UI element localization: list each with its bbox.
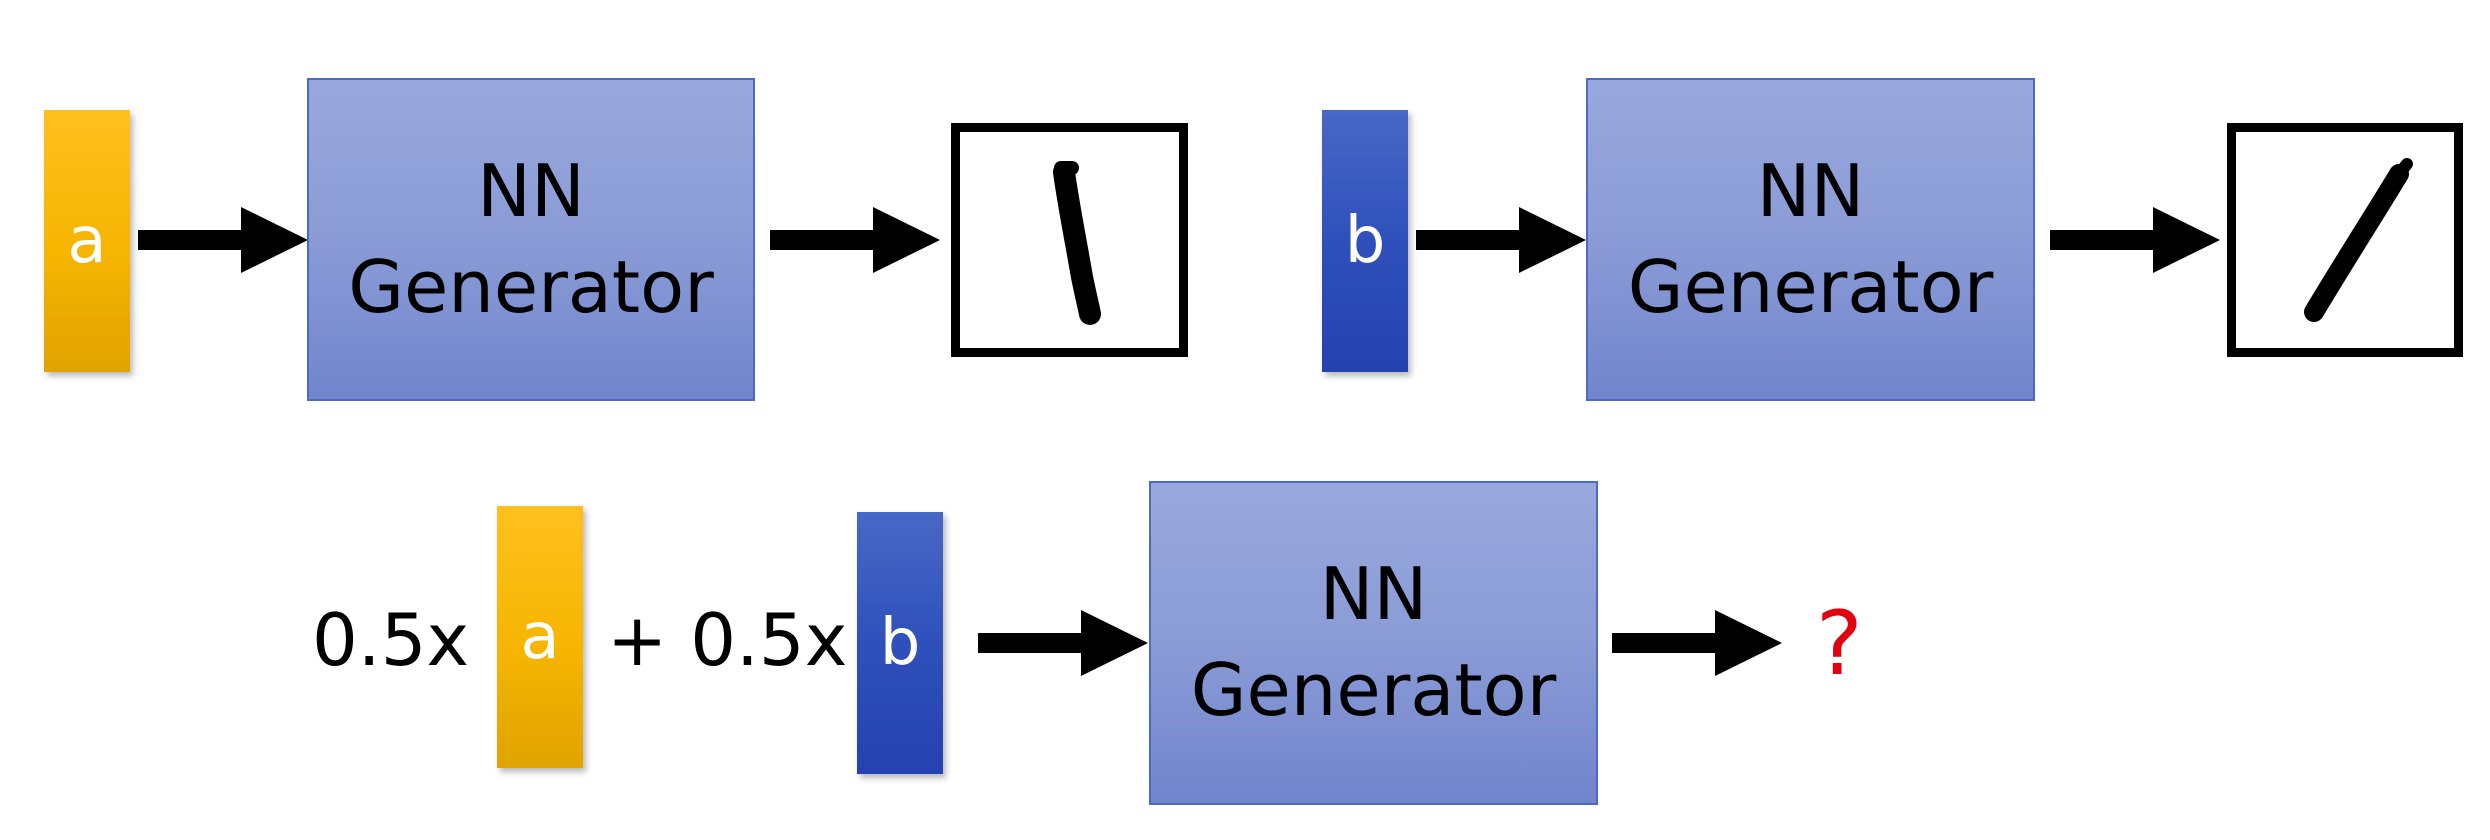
latent-vector-b: b bbox=[857, 512, 943, 774]
latent-vector-a-label: a bbox=[67, 204, 107, 278]
coefficient-a-label: 0.5x bbox=[312, 598, 470, 682]
latent-vector-b-label: b bbox=[879, 606, 921, 680]
nn-generator-subtitle: Generator bbox=[348, 244, 714, 329]
arrow-right-icon bbox=[978, 610, 1148, 676]
nn-generator-subtitle: Generator bbox=[1627, 244, 1994, 329]
latent-vector-a: a bbox=[497, 506, 583, 768]
nn-generator-box: NN Generator bbox=[1586, 78, 2035, 401]
arrow-right-icon bbox=[1416, 207, 1586, 273]
arrow-right-icon bbox=[2050, 207, 2220, 273]
nn-generator-title: NN bbox=[477, 148, 585, 233]
output-image-frame bbox=[951, 123, 1188, 357]
latent-vector-b-label: b bbox=[1344, 204, 1386, 278]
plus-coefficient-b-label: + 0.5x bbox=[607, 598, 848, 682]
output-image-frame bbox=[2227, 123, 2463, 357]
arrow-right-icon bbox=[770, 207, 940, 273]
nn-generator-title: NN bbox=[1319, 552, 1428, 637]
nn-generator-title: NN bbox=[1756, 148, 1865, 233]
nn-generator-subtitle: Generator bbox=[1190, 648, 1557, 732]
digit-one-image bbox=[1053, 161, 1101, 325]
nn-generator-box: NN Generator bbox=[1149, 481, 1598, 805]
nn-generator-box: NN Generator bbox=[307, 78, 755, 401]
latent-vector-a: a bbox=[44, 110, 130, 372]
arrow-right-icon bbox=[138, 207, 308, 273]
latent-vector-a-label: a bbox=[520, 600, 560, 674]
digit-one-image bbox=[2304, 158, 2413, 322]
latent-vector-b: b bbox=[1322, 110, 1408, 372]
arrow-right-icon bbox=[1612, 610, 1782, 676]
unknown-output-question-mark: ? bbox=[1816, 592, 1863, 695]
